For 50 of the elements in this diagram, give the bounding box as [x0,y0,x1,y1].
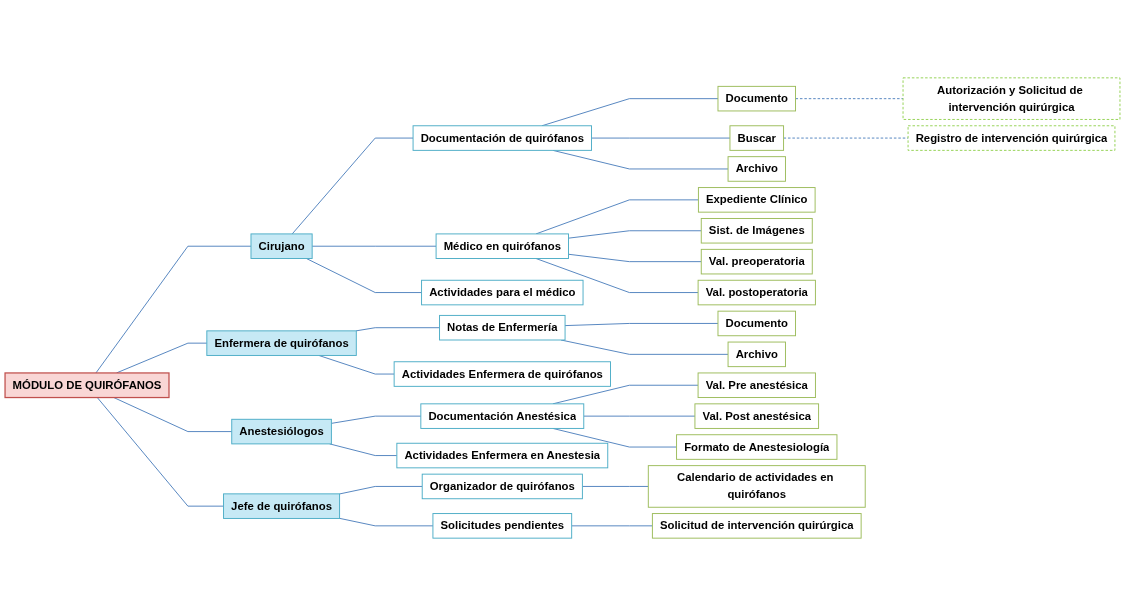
node-box: Solicitudes pendientes [432,513,573,539]
node-box: Val. preoperatoria [700,248,813,275]
node-box: Actividades Enfermera en Anestesia [396,442,609,469]
connector [568,253,702,263]
connector [583,415,696,417]
node-box: Enfermera de quirófanos [206,330,357,356]
connector [291,137,414,235]
connector [571,525,653,527]
connector [329,443,398,457]
node-box: Val. Post anestésica [694,403,820,429]
node-box: Expediente Clínico [697,187,816,213]
connector [95,245,252,374]
connector [113,397,233,433]
connector [96,397,224,507]
connector [339,517,434,527]
connector [330,415,422,424]
node-box: Anestesiólogos [231,418,332,445]
node-box: Buscar [729,125,785,151]
connector [355,327,440,332]
connector [581,485,649,487]
node-box: Documentación Anestésica [420,403,585,429]
node-box: Autorización y Solicitud de intervención quirúrgica [902,77,1121,120]
node-box: Documento [717,310,796,337]
node-box: Sist. de Imágenes [700,218,813,244]
node-box: MÓDULO DE QUIRÓFANOS [4,372,170,399]
connector [795,98,904,100]
node-box: Actividades para el médico [421,279,584,306]
node-box: Organizador de quirófanos [421,473,583,500]
node-box: Archivo [727,341,786,368]
node-box: Formato de Anestesiología [676,434,838,460]
connector [783,137,909,139]
node-box: Actividades Enfermera de quirófanos [393,361,611,387]
connector [339,485,423,495]
node-box: Documentación de quirófanos [412,125,592,151]
node-box: Val. Pre anestésica [697,372,816,398]
connector [305,258,423,294]
connector [568,230,702,239]
node-box: Calendario de actividades en quirófanos [647,465,866,508]
connector [564,322,719,327]
node-box: Médico en quirófanos [435,233,569,259]
connector [311,245,437,247]
node-box: Notas de Enfermería [439,314,566,341]
node-box: Documento [717,85,796,112]
connector [591,137,731,139]
node-box: Cirujano [250,233,313,259]
node-box: Archivo [727,156,786,182]
node-box: Solicitud de intervención quirúrgica [651,513,862,539]
node-box: Registro de intervención quirúrgica [907,125,1116,151]
node-box: Jefe de quirófanos [223,493,341,519]
node-box: Val. postoperatoria [697,279,816,306]
